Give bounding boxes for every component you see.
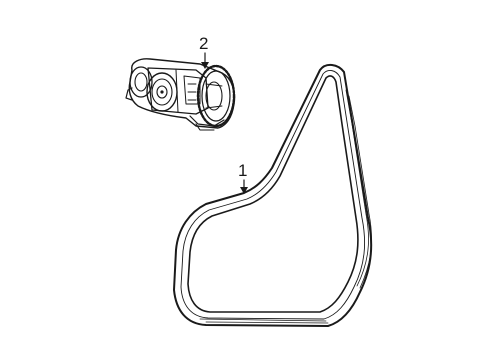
- belt-tensioner-icon: [125, 58, 236, 131]
- callout-number-tensioner: 2: [199, 34, 208, 53]
- leader-arrow-belt: [240, 187, 248, 194]
- serpentine-belt-icon: [173, 64, 373, 327]
- callout-number-belt: 1: [238, 161, 247, 180]
- callout-1[interactable]: 1: [238, 161, 248, 194]
